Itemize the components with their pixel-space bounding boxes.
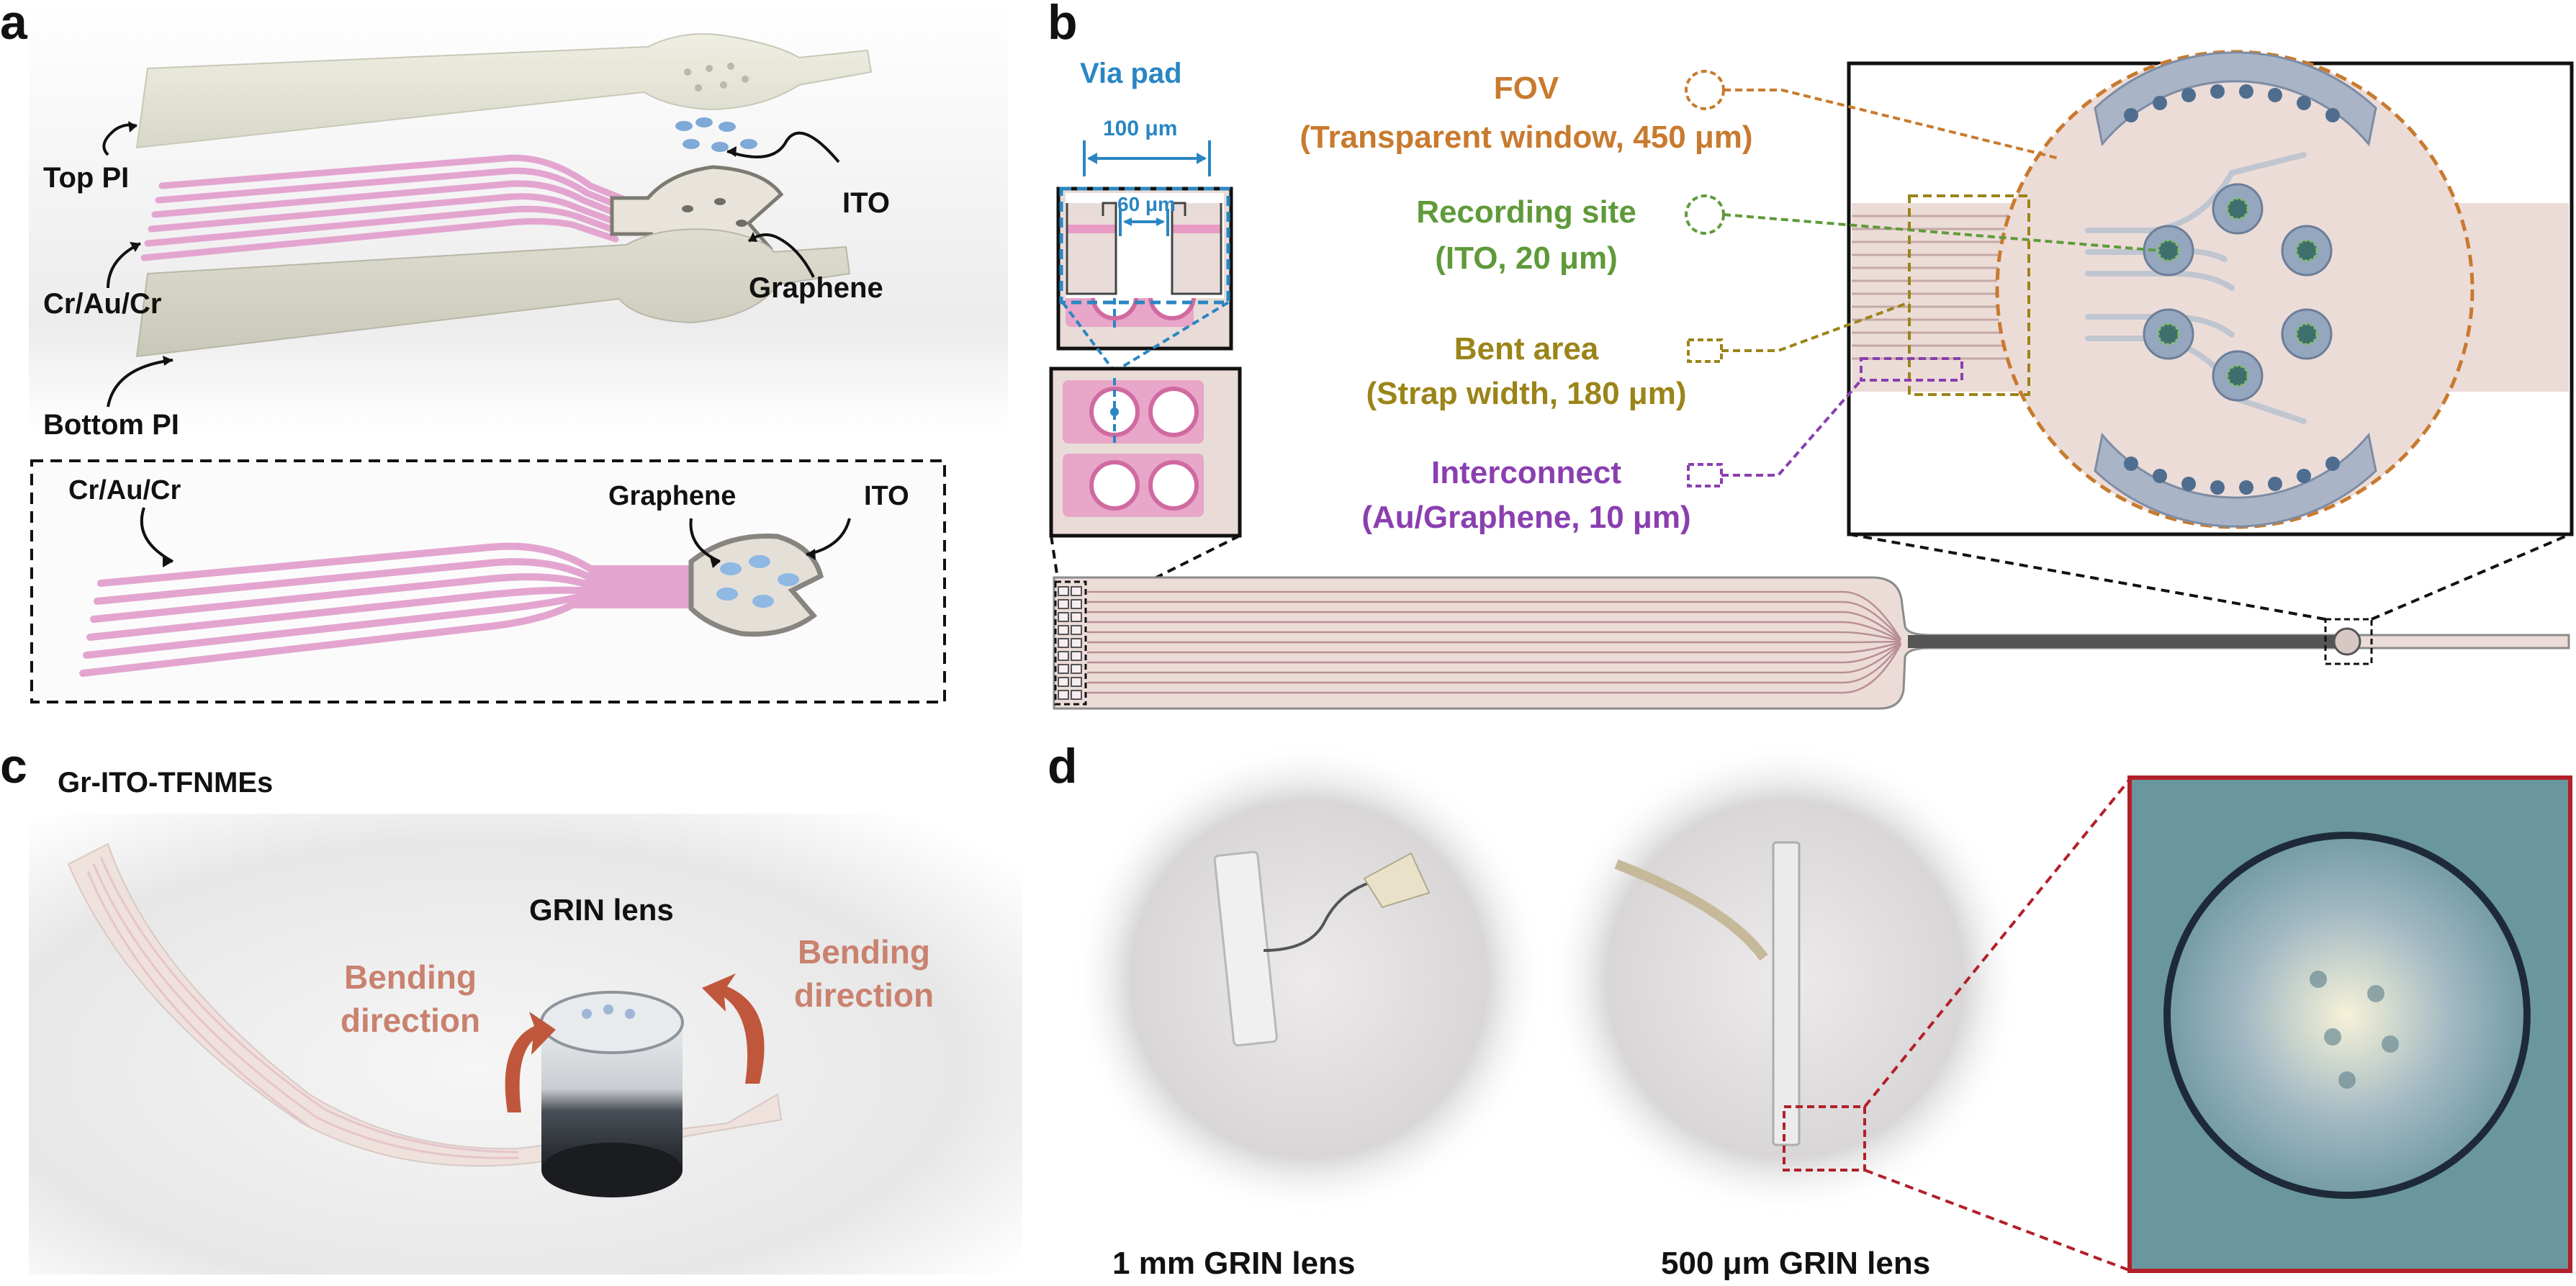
top-pi-layer bbox=[135, 33, 873, 149]
bent-legend-symbol bbox=[1687, 338, 1723, 363]
device-traces bbox=[1087, 590, 1902, 694]
inset-ito-label: ITO bbox=[864, 481, 909, 511]
bend-right-line2: direction bbox=[793, 976, 935, 1014]
fov-title: FOV bbox=[1493, 71, 1559, 106]
panel-a-illustration bbox=[29, 0, 1008, 703]
via-pad-title: Via pad bbox=[1080, 58, 1182, 89]
bent-detail: (Strap width, 180 μm) bbox=[1366, 376, 1687, 411]
cr-au-cr-label: Cr/Au/Cr bbox=[43, 288, 162, 320]
grin-lens bbox=[540, 991, 684, 1197]
grin-lens-label: GRIN lens bbox=[529, 893, 674, 927]
interconnect-detail: (Au/Graphene, 10 μm) bbox=[1361, 500, 1691, 535]
bend-left-line1: Bending bbox=[344, 958, 477, 996]
bend-right-line1: Bending bbox=[798, 933, 930, 971]
bottom-pi-label: Bottom PI bbox=[43, 409, 179, 441]
interconnect-legend-symbol bbox=[1687, 463, 1723, 487]
via-xsec-walls bbox=[1066, 202, 1222, 295]
panel-c-title: Gr-ITO-TFNMEs bbox=[58, 767, 274, 799]
panel-letter-a: a bbox=[0, 0, 27, 50]
microscope-lens bbox=[2163, 832, 2531, 1199]
panel-letter-d: d bbox=[1048, 739, 1078, 793]
inset-module bbox=[688, 533, 824, 637]
panel-letter-b: b bbox=[1048, 0, 1078, 50]
fov-detail: (Transparent window, 450 μm) bbox=[1300, 120, 1753, 155]
photo-500um-zoom-box bbox=[1783, 1105, 1866, 1172]
fov-recording-sites bbox=[2143, 183, 2333, 402]
via-pad-dim-outer: 100 μm bbox=[1103, 117, 1178, 140]
bent-title: Bent area bbox=[1454, 331, 1599, 367]
top-pi-label: Top PI bbox=[43, 162, 130, 194]
via-xsec-dashed-main bbox=[1059, 186, 1230, 305]
recording-title: Recording site bbox=[1416, 194, 1636, 230]
via-pad-dim-inner: 60 μm bbox=[1117, 193, 1176, 215]
caption-1mm: 1 mm GRIN lens bbox=[1112, 1246, 1356, 1281]
bend-arrows bbox=[505, 974, 765, 1112]
inset-graphene-label: Graphene bbox=[608, 481, 737, 511]
fov-ring-arcs bbox=[2094, 51, 2377, 528]
device-pads bbox=[1058, 586, 1082, 700]
recording-detail: (ITO, 20 μm) bbox=[1435, 240, 1618, 276]
inset-traces bbox=[79, 542, 695, 677]
photo-1mm-lens bbox=[1213, 850, 1431, 1047]
inset-cr-au-cr-label: Cr/Au/Cr bbox=[68, 475, 181, 505]
via-xsec-pi bbox=[1067, 203, 1221, 294]
interconnect-title: Interconnect bbox=[1431, 455, 1622, 490]
graphene-label: Graphene bbox=[749, 272, 883, 304]
panel-letter-c: c bbox=[0, 739, 27, 793]
photo-500um-lens bbox=[1614, 841, 1801, 1146]
ito-pads bbox=[675, 117, 757, 152]
via-pad-zoom-cells bbox=[1063, 380, 1204, 517]
device-shank bbox=[1908, 635, 2340, 648]
cr-au-cr-traces bbox=[140, 154, 637, 261]
caption-500um: 500 μm GRIN lens bbox=[1661, 1246, 1931, 1281]
device-tip bbox=[2333, 627, 2361, 656]
via-cross-section-main bbox=[1059, 186, 1230, 305]
device-tip-zoom-box bbox=[2324, 618, 2373, 665]
bottom-pi-layer bbox=[135, 228, 851, 358]
interconnect-box bbox=[1860, 357, 1963, 382]
photo-1mm-dish bbox=[1071, 742, 1546, 1217]
device-pad-zoom-box bbox=[1054, 580, 1087, 706]
ito-label: ITO bbox=[842, 187, 890, 219]
bend-left-line2: direction bbox=[340, 1002, 481, 1039]
fov-ring-dots bbox=[2124, 84, 2340, 495]
bent-area-box bbox=[1908, 194, 2030, 396]
